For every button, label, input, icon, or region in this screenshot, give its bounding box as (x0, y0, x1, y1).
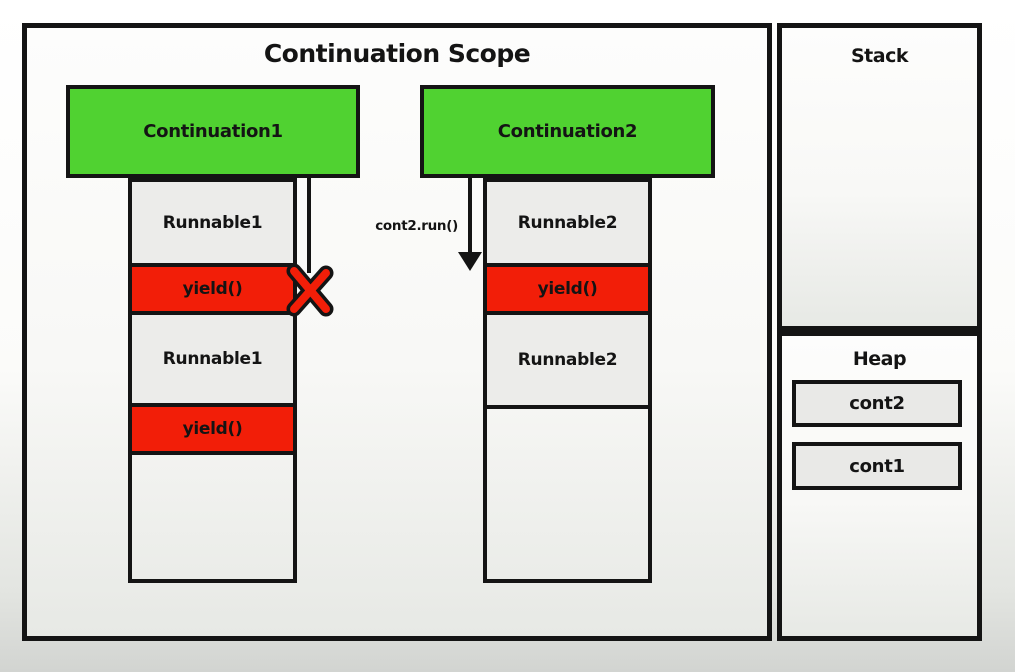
cont1-run-line (307, 178, 311, 273)
heap-object-cont1: cont1 (792, 442, 962, 490)
stack-frame-yield: yield() (487, 267, 648, 315)
heap-object-cont2: cont2 (792, 380, 962, 427)
stack-frame-empty (132, 455, 293, 579)
blocked-x-icon (286, 263, 334, 317)
stack-frame-yield: yield() (132, 267, 293, 315)
continuation2-box: Continuation2 (420, 85, 715, 178)
heap-panel-title: Heap (852, 348, 907, 370)
stack-frame-empty (487, 409, 648, 579)
continuation-scope-title: Continuation Scope (263, 39, 531, 68)
down-arrow-icon (458, 252, 482, 271)
stack-frame: Runnable2 (487, 315, 648, 409)
stack-frame-yield: yield() (132, 407, 293, 455)
stack-frame: Runnable1 (132, 315, 293, 407)
continuation1-stack: Runnable1 yield() Runnable1 yield() (128, 178, 297, 583)
stack-frame: Runnable2 (487, 182, 648, 267)
cont2-run-label: cont2.run() (375, 218, 458, 234)
cont2-run-arrow-line (468, 178, 472, 256)
continuation2-stack: Runnable2 yield() Runnable2 (483, 178, 652, 583)
stack-frame: Runnable1 (132, 182, 293, 267)
stack-panel: Stack (777, 23, 982, 331)
stack-panel-title: Stack (851, 45, 909, 67)
continuation1-box: Continuation1 (66, 85, 360, 178)
